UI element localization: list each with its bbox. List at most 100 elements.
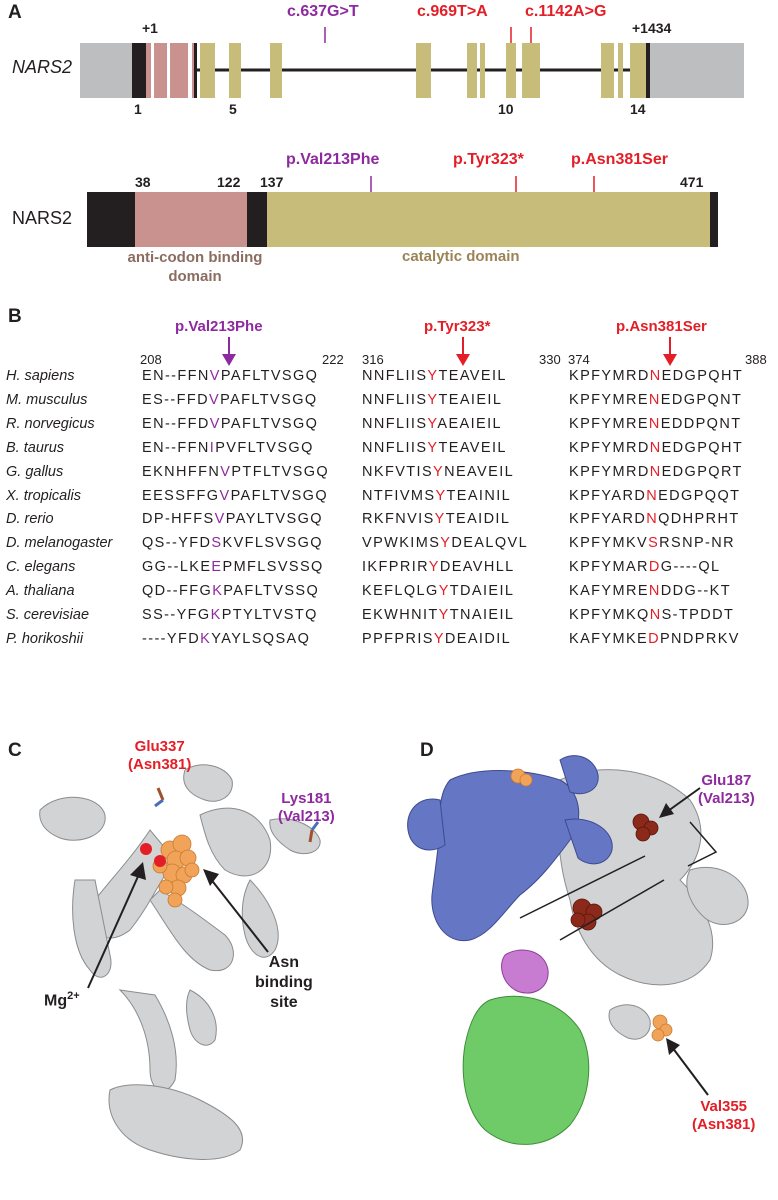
gene-start-marker: +1 — [142, 20, 158, 36]
catalytic-domain-label: catalytic domain — [402, 248, 520, 265]
alignment-row: S. cerevisiae SS--YFGKPTYLTVSTQ EKWHNITYTN… — [0, 607, 778, 629]
species-name: P. horikoshii — [6, 630, 84, 647]
highlighted-residue: N — [648, 415, 661, 432]
sequence-segment-2: IKFPRIRYDEAVHLL — [362, 559, 515, 576]
protein-mutation-3: p.Asn381Ser — [571, 151, 668, 168]
sequence-segment-1: EN--FFDVPAFLTVSGQ — [142, 415, 319, 432]
species-name: R. norvegicus — [6, 415, 95, 432]
highlighted-residue: N — [646, 487, 659, 504]
highlighted-residue: Y — [440, 535, 452, 552]
gene-mutation-3: c.1142A>G — [525, 3, 607, 20]
protein-position-471: 471 — [680, 174, 704, 190]
gene-name: NARS2 — [12, 57, 73, 77]
anticodon-domain — [135, 192, 247, 247]
sequence-segment-2: EKWHNITYTNAIEIL — [362, 607, 515, 623]
anticodon-domain-label: anti-codon binding domain — [127, 249, 263, 285]
exon-number-10: 10 — [498, 101, 514, 117]
highlighted-residue: Y — [427, 368, 439, 384]
highlighted-residue: Y — [435, 487, 447, 504]
sequence-segment-1: EN--FFNVPAFLTVSGQ — [142, 368, 319, 384]
aln-start-1: 208 — [140, 352, 162, 367]
lys181-label: Lys181 (Val213) — [278, 790, 335, 825]
highlighted-residue: V — [209, 368, 221, 384]
highlighted-residue: E — [211, 559, 223, 576]
glu187-label: Glu187 (Val213) — [698, 772, 755, 807]
sequence-segment-1: ----YFDKYAYLSQSAQ — [142, 630, 311, 647]
sequence-segment-3: KPFYMRENEDGPQNT — [569, 391, 743, 408]
highlighted-residue: K — [210, 607, 222, 623]
mg-label: Mg2+ — [44, 990, 80, 1010]
sequence-segment-1: EKNHFFNVPTFLTVSGQ — [142, 463, 330, 480]
highlighted-residue: N — [648, 391, 661, 408]
highlighted-residue: V — [220, 463, 232, 480]
species-name: D. melanogaster — [6, 535, 113, 552]
panel-b-letter: B — [8, 306, 22, 327]
aln-header-2: p.Tyr323* — [424, 318, 491, 335]
highlighted-residue: Y — [438, 583, 450, 600]
highlighted-residue: D — [648, 630, 660, 647]
highlighted-residue: N — [649, 439, 662, 456]
highlighted-residue: Y — [434, 511, 446, 528]
highlighted-residue: Y — [433, 630, 445, 647]
protein-position-122: 122 — [217, 174, 241, 190]
sequence-segment-3: KPFYMKQNS-TPDDT — [569, 607, 735, 623]
exon — [601, 43, 614, 98]
sequence-segment-3: KPFYARDNEDGPQQT — [569, 487, 741, 504]
species-name: S. cerevisiae — [6, 607, 90, 623]
gene-mutation-1: c.637G>T — [287, 3, 359, 20]
sequence-segment-2: NNFLIISYTEAVEIL — [362, 368, 507, 384]
highlighted-residue: S — [211, 535, 223, 552]
protein-name: NARS2 — [12, 208, 73, 228]
sequence-segment-2: RKFNVISYTEAIDIL — [362, 511, 511, 528]
sequence-segment-2: NNFLIISYTEAVEIL — [362, 439, 507, 456]
val355-label: Val355 (Asn381) — [692, 1098, 756, 1133]
alignment-row: M. musculus ES--FFDVPAFLTVSGQ NNFLIISYTEAI… — [0, 392, 778, 414]
sequence-segment-1: QD--FFGKPAFLTVSSQ — [142, 583, 320, 600]
gene-5utr — [80, 43, 132, 98]
sequence-segment-3: KPFYMRENEDDPQNT — [569, 415, 742, 432]
protein-position-38: 38 — [135, 174, 151, 190]
sequence-segment-2: NNFLIISYTEAIEIL — [362, 391, 503, 408]
aln-start-3: 374 — [568, 352, 590, 367]
sequence-segment-1: QS--YFDSKVFLSVSGQ — [142, 535, 323, 552]
highlighted-residue: N — [648, 583, 661, 600]
highlighted-residue: V — [214, 511, 226, 528]
exon — [506, 43, 516, 98]
species-name: M. musculus — [6, 391, 88, 408]
exon — [467, 43, 477, 98]
sequence-segment-2: NKFVTISYNEAVEIL — [362, 463, 515, 480]
glu337-label: Glu337 (Asn381) — [128, 738, 192, 773]
asn-binding-site-label: Asn binding site — [255, 954, 313, 1011]
exon — [630, 43, 646, 98]
sequence-segment-2: KEFLQLGYTDAIEIL — [362, 583, 515, 600]
sequence-segment-3: KPFYARDNQDHPRHT — [569, 511, 740, 528]
aln-start-2: 316 — [362, 352, 384, 367]
exon — [480, 43, 485, 98]
aln-end-3: 388 — [745, 352, 767, 367]
highlighted-residue: K — [212, 583, 224, 600]
aln-arrows — [222, 337, 677, 366]
sequence-segment-3: KPFYMRDNEDGPQRT — [569, 463, 743, 480]
aln-end-1: 222 — [322, 352, 344, 367]
highlighted-residue: Y — [427, 439, 439, 456]
highlighted-residue: K — [200, 630, 212, 647]
sequence-segment-1: DP-HFFSVPAYLTVSGQ — [142, 511, 323, 528]
sequence-segment-1: SS--YFGKPTYLTVSTQ — [142, 607, 318, 623]
panel-a-letter: A — [8, 2, 22, 23]
panel-c-letter: C — [8, 740, 22, 761]
sequence-segment-1: ES--FFDVPAFLTVSGQ — [142, 391, 318, 408]
sequence-segment-1: EESSFFGVPAFLTVSGQ — [142, 487, 329, 504]
species-name: X. tropicalis — [6, 487, 81, 504]
species-name: B. taurus — [6, 439, 65, 456]
exon — [416, 43, 431, 98]
highlighted-residue: N — [649, 463, 662, 480]
highlighted-residue: V — [209, 391, 221, 408]
